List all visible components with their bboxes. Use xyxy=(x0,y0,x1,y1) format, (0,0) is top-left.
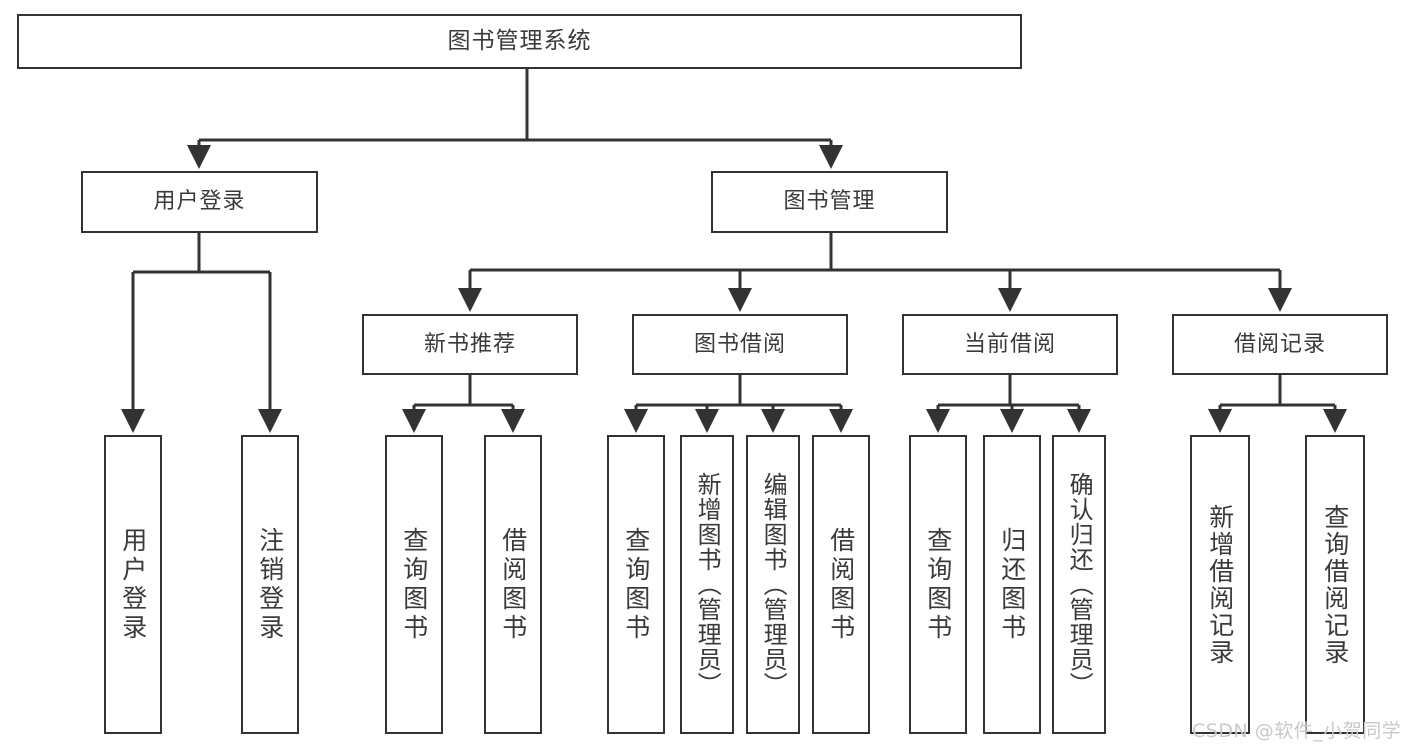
node-leaf-borrow-book-rec-label: 借阅图书 xyxy=(498,526,528,643)
node-leaf-query-book-rec-label: 查询图书 xyxy=(399,526,429,643)
node-current-borrow[interactable]: 当前借阅 xyxy=(902,314,1118,375)
node-leaf-add-book-label: 新增图书（管理员） xyxy=(693,472,722,697)
node-book-manage-label: 图书管理 xyxy=(783,189,876,215)
node-borrow-record-label: 借阅记录 xyxy=(1233,331,1326,357)
node-user-login[interactable]: 用户登录 xyxy=(81,171,318,233)
node-leaf-query-book-rec[interactable]: 查询图书 xyxy=(385,435,443,734)
node-leaf-query-book-borrow-label: 查询图书 xyxy=(621,526,651,643)
node-borrow-record[interactable]: 借阅记录 xyxy=(1172,314,1388,375)
node-leaf-borrow-book-label: 借阅图书 xyxy=(826,526,856,643)
node-leaf-user-login-label: 用户登录 xyxy=(118,526,148,643)
node-leaf-confirm-return-label: 确认归还（管理员） xyxy=(1065,472,1094,697)
node-leaf-return-book[interactable]: 归还图书 xyxy=(983,435,1041,734)
node-leaf-add-record[interactable]: 新增借阅记录 xyxy=(1190,435,1250,734)
node-leaf-edit-book-label: 编辑图书（管理员） xyxy=(759,472,788,697)
node-leaf-logout-label: 注销登录 xyxy=(255,526,285,643)
node-leaf-user-login[interactable]: 用户登录 xyxy=(104,435,162,734)
node-leaf-edit-book[interactable]: 编辑图书（管理员） xyxy=(746,435,800,734)
node-leaf-query-record[interactable]: 查询借阅记录 xyxy=(1305,435,1365,734)
node-book-borrow-label: 图书借阅 xyxy=(693,331,786,357)
node-current-borrow-label: 当前借阅 xyxy=(963,331,1056,357)
node-leaf-borrow-book[interactable]: 借阅图书 xyxy=(812,435,870,734)
node-leaf-query-book-cur-label: 查询图书 xyxy=(923,526,953,643)
node-root[interactable]: 图书管理系统 xyxy=(17,14,1022,69)
node-leaf-return-book-label: 归还图书 xyxy=(997,526,1027,643)
node-leaf-borrow-book-rec[interactable]: 借阅图书 xyxy=(484,435,542,734)
node-new-book-rec-label: 新书推荐 xyxy=(423,331,516,357)
node-leaf-logout[interactable]: 注销登录 xyxy=(241,435,299,734)
node-new-book-rec[interactable]: 新书推荐 xyxy=(362,314,578,375)
node-root-label: 图书管理系统 xyxy=(447,27,592,54)
node-leaf-confirm-return[interactable]: 确认归还（管理员） xyxy=(1052,435,1106,734)
node-leaf-query-record-label: 查询借阅记录 xyxy=(1320,503,1350,666)
node-book-borrow[interactable]: 图书借阅 xyxy=(632,314,848,375)
node-leaf-add-record-label: 新增借阅记录 xyxy=(1205,503,1235,666)
node-leaf-query-book-borrow[interactable]: 查询图书 xyxy=(607,435,665,734)
node-user-login-label: 用户登录 xyxy=(153,189,246,215)
node-leaf-add-book[interactable]: 新增图书（管理员） xyxy=(680,435,734,734)
node-book-manage[interactable]: 图书管理 xyxy=(711,171,948,233)
csdn-watermark: CSDN @软件_小贺同学 xyxy=(1192,720,1402,742)
node-leaf-query-book-cur[interactable]: 查询图书 xyxy=(909,435,967,734)
